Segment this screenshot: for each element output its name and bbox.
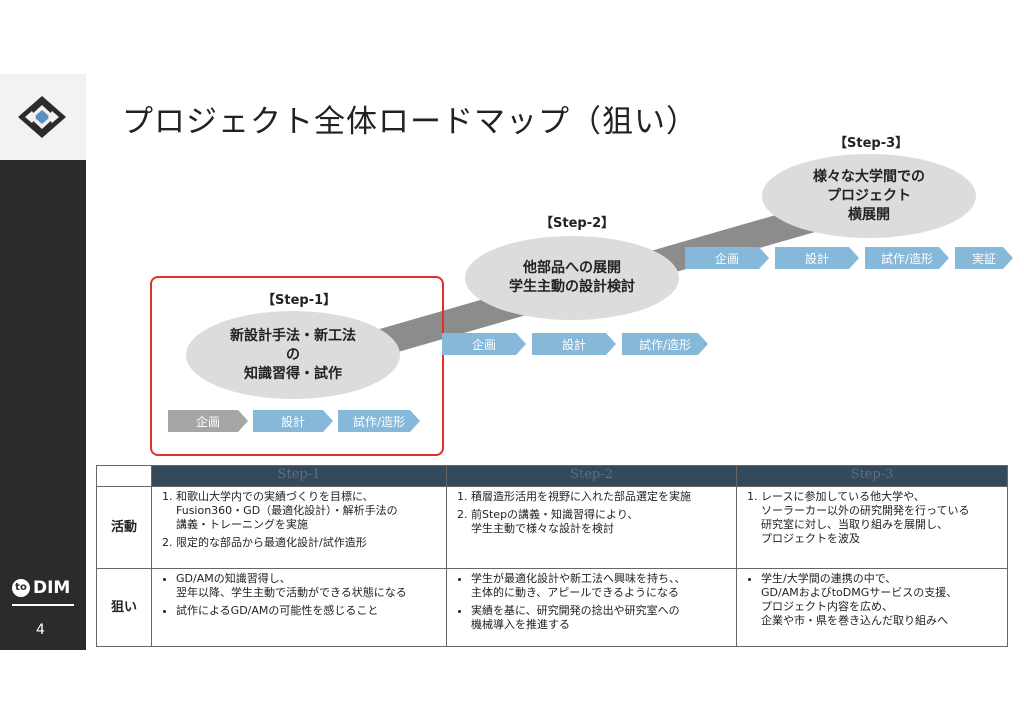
table-row-aim: 狙い GD/AMの知識習得し、 翌年以降、学生主動で活動ができる状態になる 試作… [96,568,1008,647]
activity-step1-cell: 和歌山大学内での実績づくりを目標に、 Fusion360・GD（最適化設計）・解… [151,486,447,569]
list-item: 和歌山大学内での実績づくりを目標に、 Fusion360・GD（最適化設計）・解… [176,490,440,532]
page-title: プロジェクト全体ロードマップ（狙い） [122,104,698,140]
step1-label: 【Step-1】 [262,293,337,308]
row-label-activity: 活動 [96,486,152,569]
page-number: 4 [36,622,45,638]
step1-phase-prototype: 試作/造形 [338,410,420,432]
step3-phase-prototype: 試作/造形 [865,247,949,269]
row-label-aim: 狙い [96,568,152,647]
step2-bubble: 他部品への展開 学生主動の設計検討 [465,236,679,320]
step1-highlight-frame [150,276,444,456]
step3-bubble: 様々な大学間での プロジェクト 横展開 [762,154,976,238]
table-header-step1: Step-1 [151,465,447,487]
step2-phase-design: 設計 [532,333,616,355]
table-row-activity: 活動 和歌山大学内での実績づくりを目標に、 Fusion360・GD（最適化設計… [96,486,1008,569]
brand-underline [12,604,74,606]
step3-phase-verification: 実証 [955,247,1013,269]
brand-prefix: to [12,579,30,597]
table-corner-cell [96,465,152,487]
step2-phase-plan: 企画 [442,333,526,355]
step3-phase-plan: 企画 [685,247,769,269]
sidebar-dark-panel [0,160,86,650]
table-header-step2: Step-2 [446,465,737,487]
list-item: レースに参加している他大学や、 ソーラーカー以外の研究開発を行っている 研究室に… [761,490,1001,546]
diamond-logo-icon [18,96,66,138]
list-item: 試作によるGD/AMの可能性を感じること [176,604,440,618]
aim-step2-cell: 学生が最適化設計や新工法へ興味を持ち、、 主体的に動き、アピールできるようになる… [446,568,737,647]
list-item: 実績を基に、研究開発の捻出や研究室への 機械導入を推進する [471,604,730,632]
activity-step2-cell: 積層造形活用を視野に入れた部品選定を実施 前Stepの講義・知識習得により、 学… [446,486,737,569]
list-item: 学生が最適化設計や新工法へ興味を持ち、、 主体的に動き、アピールできるようになる [471,572,730,600]
list-item: 限定的な部品から最適化設計/試作造形 [176,536,440,550]
activity-step3-cell: レースに参加している他大学や、 ソーラーカー以外の研究開発を行っている 研究室に… [736,486,1008,569]
step2-label: 【Step-2】 [540,216,615,231]
list-item: 積層造形活用を視野に入れた部品選定を実施 [471,490,730,504]
table-header-row: Step-1 Step-2 Step-3 [96,465,1008,487]
step1-phase-plan: 企画 [168,410,248,432]
step3-phase-design: 設計 [775,247,859,269]
brand-name: DIM [33,578,71,598]
list-item: 前Stepの講義・知識習得により、 学生主動で様々な設計を検討 [471,508,730,536]
step3-bubble-text: 様々な大学間での プロジェクト 横展開 [813,168,925,223]
list-item: 学生/大学間の連携の中で、 GD/AMおよびtoDMGサービスの支援、 プロジェ… [761,572,1001,628]
step1-bubble-text: 新設計手法・新工法 の 知識習得・試作 [230,327,356,382]
step2-bubble-text: 他部品への展開 学生主動の設計検討 [509,260,635,295]
list-item: GD/AMの知識習得し、 翌年以降、学生主動で活動ができる状態になる [176,572,440,600]
table-header-step3: Step-3 [736,465,1008,487]
aim-step3-cell: 学生/大学間の連携の中で、 GD/AMおよびtoDMGサービスの支援、 プロジェ… [736,568,1008,647]
step2-phase-prototype: 試作/造形 [622,333,708,355]
step1-bubble: 新設計手法・新工法 の 知識習得・試作 [186,311,400,399]
step1-phase-design: 設計 [253,410,333,432]
step3-label: 【Step-3】 [834,136,909,151]
roadmap-table: Step-1 Step-2 Step-3 活動 和歌山大学内での実績づくりを目標… [96,465,1008,647]
aim-step1-cell: GD/AMの知識習得し、 翌年以降、学生主動で活動ができる状態になる 試作による… [151,568,447,647]
